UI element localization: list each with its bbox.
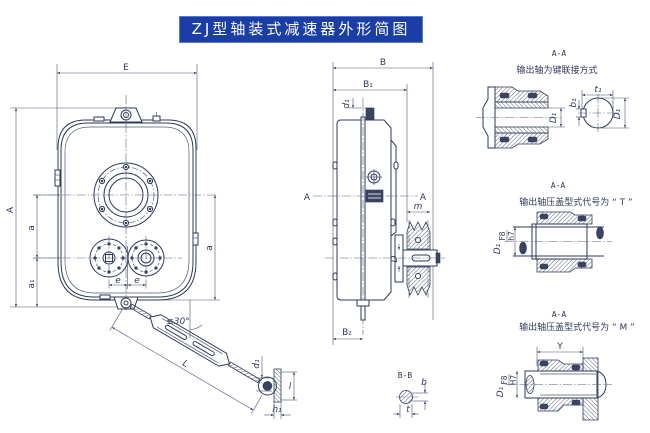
housing-section-bottom	[536, 258, 593, 273]
dimension-d1-side-label: d₁	[342, 99, 352, 109]
housing-half-left	[336, 119, 362, 301]
dimension-L-label: L	[180, 359, 189, 370]
dimension-B1-label: B₁	[363, 80, 373, 90]
fit-upper-label: F8	[500, 375, 509, 384]
dimension-t-label: t	[406, 405, 410, 415]
dimension-a1-label: a₁	[27, 279, 37, 289]
input-right-bolt-icons	[130, 242, 162, 274]
rod-end-pin	[262, 381, 273, 391]
fit-tolerance-T: F8 h7	[498, 230, 516, 242]
section-3-diameter-label: D₁	[496, 386, 506, 397]
section-cover-type-T: A-A 输出轴压盖型式代号为 “ T ” D₁ F8 h7	[493, 181, 633, 273]
dimension-D1-shaft-label: D₁	[613, 108, 623, 119]
hollow-shaft-wall	[494, 101, 549, 109]
dimension-A: A	[6, 107, 126, 308]
input-flange-right	[127, 239, 165, 277]
section-mark-A-right: A	[420, 193, 427, 203]
dimension-A-label: A	[6, 206, 16, 213]
end-cover-M	[596, 370, 607, 399]
shaft-break-left	[519, 241, 527, 255]
dimension-b1-label: b₁	[569, 98, 579, 108]
fit-tolerance-M: F8 H7	[500, 374, 518, 386]
section-2-diameter-label: D₁	[493, 243, 503, 254]
section-mark-A-left: A	[304, 193, 311, 203]
dimension-e: e e	[109, 270, 146, 289]
input-left-bolt-icons	[93, 242, 125, 274]
breather-icon	[54, 169, 61, 187]
fit-lower-label: h7	[507, 231, 516, 241]
dimension-t1-label: t₁	[594, 85, 602, 95]
anchor-plate	[273, 368, 282, 403]
dimension-a-right: a	[160, 195, 220, 301]
dimension-B-label: B	[380, 58, 386, 68]
hollow-shaft-wall	[494, 126, 549, 134]
threaded-rod-upper	[129, 303, 152, 320]
output-flange	[93, 162, 159, 228]
dimension-Y-label: Y	[556, 342, 563, 352]
dimension-m-label: m	[414, 202, 423, 212]
title-banner: ZJ型轴装式减速器外形简图	[179, 16, 423, 43]
dimension-e-right-label: e	[134, 276, 140, 286]
breather-icon	[365, 107, 375, 121]
dimension-l-label: l	[289, 382, 292, 392]
bearing-rollers	[499, 92, 538, 143]
torque-arm: L ≤30° d₁ l h₁	[109, 300, 297, 419]
dimension-h1-label: h₁	[272, 405, 282, 415]
dimension-B2-label: B₂	[342, 328, 352, 338]
section-B-B: B-B b t	[393, 371, 428, 418]
section-3-title: A-A	[552, 310, 567, 319]
dimension-E: E	[56, 63, 198, 150]
dimension-D1-bore-label: D₁	[549, 112, 559, 123]
housing-outline	[57, 119, 197, 301]
top-boss	[93, 116, 105, 122]
dimension-a-right-label: a	[205, 245, 215, 251]
bearing-rollers	[539, 360, 581, 410]
end-cap	[482, 86, 496, 149]
housing-half-right	[364, 119, 392, 301]
section-1-caption: 输出轴为键联接方式	[516, 64, 597, 76]
angle-arc	[189, 324, 203, 331]
dimension-b-label: b	[421, 378, 427, 388]
oil-level-plug-icon	[192, 232, 199, 246]
section-3-caption: 输出轴压盖型式代号为 “ M ”	[519, 321, 635, 333]
dimension-L-line	[111, 326, 254, 411]
flange-bolt-icons	[98, 163, 154, 227]
housing-rib	[390, 139, 397, 237]
front-view: E A a a₁ a	[6, 63, 220, 312]
angle-label: ≤30°	[166, 317, 190, 327]
fit-upper-label: F8	[498, 231, 507, 240]
section-2-caption: 输出轴压盖型式代号为 “ T ”	[519, 196, 632, 208]
input-flange-left	[89, 238, 129, 278]
oil-plug-icon	[152, 112, 161, 122]
bearing-rollers	[539, 213, 587, 270]
section-1-title: A-A	[552, 49, 567, 58]
section-2-title: A-A	[551, 181, 566, 190]
dimension-e-left-label: e	[115, 276, 121, 286]
dimension-d1-label: d₁	[252, 359, 262, 369]
dimension-a-label: a	[27, 225, 37, 231]
v-belt-pulley	[406, 220, 431, 298]
section-keyed-output: A-A 输出轴为键联接方式 D₁	[476, 49, 629, 149]
pivot-pin	[356, 299, 370, 321]
dimension-D-label: D	[390, 255, 400, 262]
dimension-E-label: E	[123, 63, 129, 73]
shaft-break-right	[596, 226, 604, 240]
dimension-a-left: a a₁	[27, 194, 60, 307]
fit-lower-label: H7	[509, 375, 518, 386]
oil-sight-glass-icon	[366, 169, 382, 185]
section-B-B-title: B-B	[398, 371, 413, 380]
section-cover-type-M: A-A 输出轴压盖型式代号为 “ M ” Y D₁	[496, 310, 635, 421]
side-view: B B₁ d₁	[304, 58, 445, 345]
housing-bosses	[332, 161, 399, 281]
